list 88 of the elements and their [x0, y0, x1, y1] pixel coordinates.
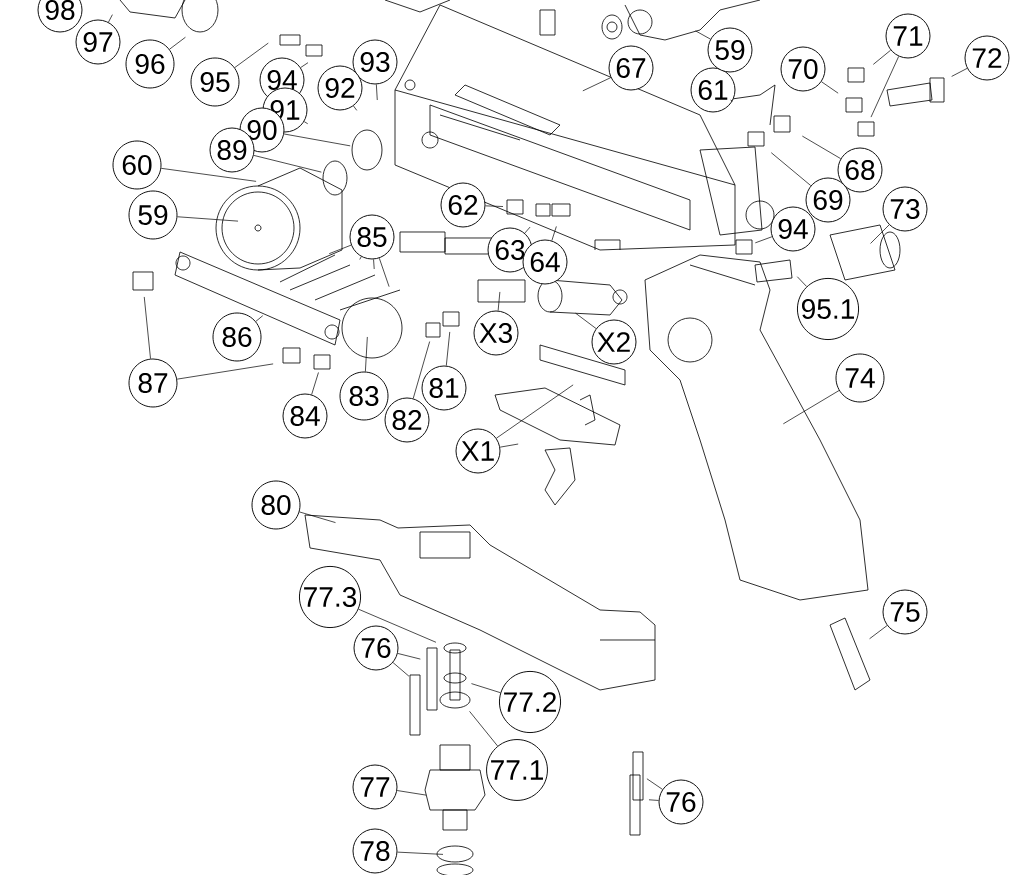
- callout-number: 78: [352, 828, 398, 874]
- callout-number: 98: [37, 0, 83, 33]
- callout-number: X2: [591, 319, 637, 365]
- callout-number: 73: [882, 186, 928, 232]
- leader-line: [471, 683, 501, 694]
- leader-line: [870, 224, 890, 244]
- leader-line: [796, 276, 807, 287]
- callout-number: 74: [835, 353, 885, 403]
- callout-number: 83: [339, 371, 389, 421]
- leader-line: [872, 49, 891, 65]
- callout-number: 76: [353, 625, 399, 671]
- leader-line: [376, 84, 378, 101]
- callout-number: 82: [384, 397, 430, 443]
- leader-line: [496, 384, 574, 439]
- leader-line: [283, 133, 351, 147]
- leader-line: [311, 372, 319, 395]
- leader-line: [648, 799, 659, 801]
- leader-line: [730, 99, 733, 102]
- callout-number: 75: [882, 589, 928, 635]
- leader-line: [575, 312, 597, 329]
- leader-line: [869, 625, 888, 640]
- leader-line: [176, 363, 274, 380]
- callout-number: 77: [352, 764, 398, 810]
- callout-number: 59: [128, 190, 178, 240]
- leader-line: [373, 259, 375, 270]
- callout-number: 67: [608, 45, 654, 91]
- leader-line: [646, 778, 663, 790]
- leader-line: [445, 331, 451, 366]
- leader-line: [177, 216, 239, 222]
- leader-line: [582, 77, 612, 92]
- leader-line: [108, 14, 113, 23]
- leader-line: [782, 390, 840, 425]
- leader-line: [143, 296, 151, 359]
- callout-number: 62: [440, 182, 486, 228]
- leader-line: [397, 653, 421, 660]
- callout-number: 76: [658, 779, 704, 825]
- callout-number: 95.1: [797, 277, 860, 341]
- leader-line: [485, 205, 504, 207]
- leader-line: [160, 168, 257, 182]
- callout-number: 77.1: [486, 739, 548, 801]
- callout-number: 81: [421, 365, 467, 411]
- callout-number: 80: [251, 480, 301, 530]
- callout-number: 77.3: [298, 565, 362, 629]
- callout-number: 77.2: [498, 670, 562, 734]
- callout-number: 72: [964, 35, 1010, 81]
- leader-line: [359, 256, 362, 260]
- callout-number: 97: [75, 19, 121, 65]
- callout-number: 87: [128, 358, 178, 408]
- callout-number: 71: [885, 13, 931, 59]
- leader-line: [754, 236, 773, 244]
- leader-line: [469, 711, 498, 747]
- callout-number: X3: [473, 310, 519, 356]
- leader-line: [169, 36, 186, 50]
- leader-line: [253, 155, 322, 173]
- leader-line: [524, 226, 531, 234]
- callout-number: 95: [190, 57, 240, 107]
- leader-line: [497, 291, 501, 311]
- leader-line: [770, 152, 812, 186]
- leader-line: [821, 81, 839, 94]
- leader-line: [234, 42, 269, 68]
- callout-number: 84: [282, 393, 328, 439]
- callout-number: 94: [770, 206, 816, 252]
- leader-line: [802, 135, 841, 159]
- leader-line: [397, 851, 444, 855]
- leader-line: [353, 105, 358, 111]
- callout-number: 96: [125, 39, 175, 89]
- leader-line: [255, 315, 264, 322]
- callout-number: 70: [780, 46, 826, 92]
- callout-number: 86: [212, 312, 262, 362]
- callout-number: X1: [455, 428, 501, 474]
- leader-line: [551, 226, 557, 241]
- leader-line: [300, 62, 309, 68]
- leader-line: [695, 30, 711, 40]
- leader-line: [358, 608, 437, 643]
- leader-line: [499, 443, 519, 448]
- leader-line: [328, 244, 352, 254]
- leader-line: [392, 662, 410, 677]
- leader-line: [870, 56, 900, 118]
- leader-line: [951, 68, 968, 77]
- callout-number: 59: [707, 27, 753, 73]
- callout-number: 85: [349, 214, 395, 260]
- leader-line: [299, 511, 336, 523]
- leader-line: [396, 790, 427, 796]
- leader-line: [412, 341, 431, 399]
- leader-line: [378, 257, 390, 287]
- callout-number: 60: [112, 140, 162, 190]
- callout-number: 61: [690, 67, 736, 113]
- leader-line: [303, 121, 309, 125]
